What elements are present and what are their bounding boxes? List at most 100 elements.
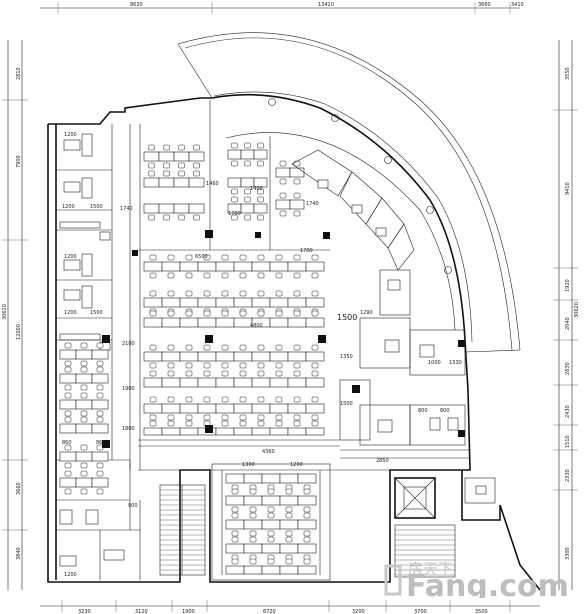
chair [203,254,211,261]
chair [303,530,311,537]
chair [303,506,311,513]
chair [167,344,175,351]
chair [275,344,283,351]
desk [197,261,217,272]
chair [249,536,257,543]
label: 1500 [90,204,103,210]
dim-top-4: 3410 [511,2,524,8]
left-offices [55,124,141,580]
desk [161,377,181,388]
chair [231,142,238,149]
desk [275,167,291,178]
chair [249,512,257,519]
dim-right-6: 2830 [565,362,571,375]
outer-walls [47,32,541,591]
desk [287,403,307,414]
chair [249,558,257,565]
desk [143,403,163,414]
desk [75,423,93,434]
chair [96,342,104,349]
desk [305,403,325,414]
chair [293,160,301,167]
desk [287,261,307,272]
chair [167,290,175,297]
left-labels: 1200 1200 1200 1200 1200 1500 1500 860 8… [62,132,138,578]
desk [143,297,163,308]
chair [293,192,301,199]
chair [231,160,238,167]
chair [267,536,275,543]
chair [185,310,193,317]
chair [167,310,175,317]
chair [96,366,104,373]
chair [80,488,88,495]
desk [261,543,281,554]
desk [179,351,199,362]
chair [163,170,170,177]
label: 1800 [122,426,135,432]
chair [80,462,88,469]
desk [143,427,163,436]
chair [257,214,264,221]
desk [269,377,289,388]
desk [161,427,181,436]
chair [311,414,319,421]
chair [178,144,185,151]
dim-left-1: 2810 [16,67,22,80]
desk [305,351,325,362]
desk [253,149,268,160]
desk [173,203,190,214]
desk [197,297,217,308]
desk [173,151,190,162]
desk [269,261,289,272]
chair [167,420,175,427]
chair [293,254,301,261]
dim-bottom-6: 3700 [414,609,427,614]
dim-right-10: 3300 [565,547,571,560]
chair [221,344,229,351]
chair [231,506,239,513]
chair [293,370,301,377]
dim-right-8: 1510 [565,435,571,448]
chair [285,530,293,537]
chair [193,214,200,221]
dim-bottom-3: 1900 [182,609,195,614]
chair [303,488,311,495]
label: 1460 [206,181,219,187]
chair [285,506,293,513]
label: 1900 [122,386,135,392]
chair [203,370,211,377]
chair [167,362,175,369]
desk [261,473,281,484]
chair [221,370,229,377]
desk [297,543,317,554]
chair [311,396,319,403]
bottom-meeting [211,463,331,581]
desk [269,351,289,362]
chair [80,392,88,399]
desk [143,151,160,162]
chair [231,488,239,495]
chair [203,344,211,351]
desk [225,473,245,484]
chair [96,462,104,469]
chair [257,414,265,421]
chair [64,360,72,367]
dim-right-7: 2430 [565,405,571,418]
chair [185,420,193,427]
chair [285,558,293,565]
chair [203,310,211,317]
chair [185,254,193,261]
chair [239,414,247,421]
desk [233,377,253,388]
desk [75,373,93,384]
chair [231,196,238,203]
chair [257,254,265,261]
chair [96,488,104,495]
label: 4360 [262,449,275,455]
desk [227,149,242,160]
desk [59,451,77,462]
chair [275,396,283,403]
desk [179,317,199,328]
chair [249,530,257,537]
